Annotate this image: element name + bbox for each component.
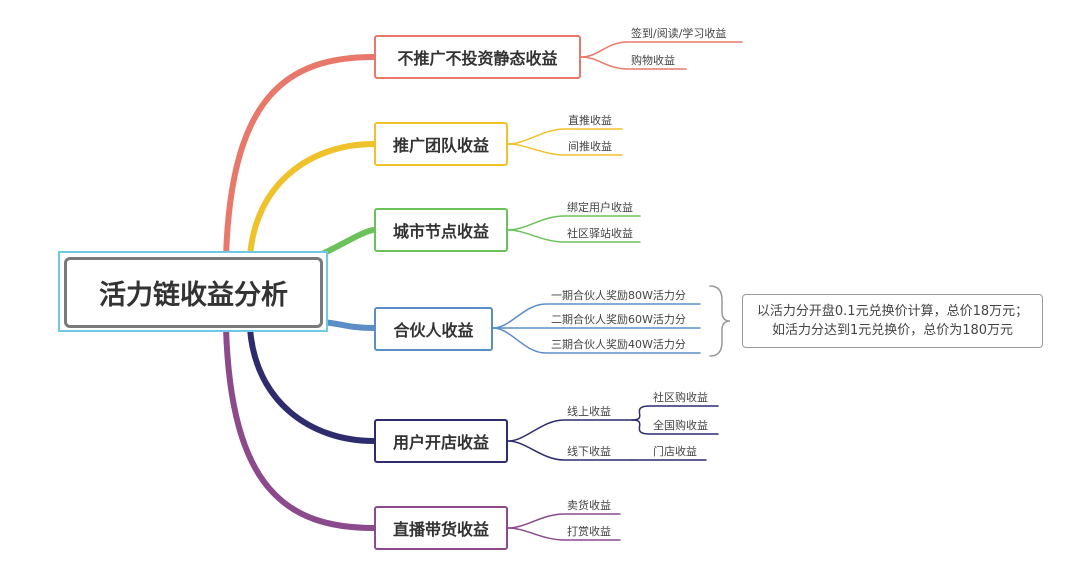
branch-city-node-income[interactable]: 城市节点收益 [374, 208, 508, 252]
leaf-bound-user-income[interactable]: 绑定用户收益 [567, 201, 633, 214]
leaf-direct-referral-income[interactable]: 直推收益 [568, 114, 612, 127]
leaf-connector-2-1 [507, 229, 641, 243]
branch-connector-1 [247, 141, 377, 260]
leaf-connector-4-1 [507, 440, 633, 461]
branch-live-sales-income[interactable]: 直播带货收益 [374, 506, 508, 550]
leaf-online-income[interactable]: 线上收益 [567, 405, 611, 418]
leaf-connector-3-0 [492, 303, 701, 329]
root-node[interactable]: 活力链收益分析 [64, 257, 323, 328]
leaf-shopping-income[interactable]: 购物收益 [631, 54, 675, 67]
leaf-partner-phase-2[interactable]: 二期合伙人奖励60W活力分 [551, 313, 686, 326]
leaf-store-income[interactable]: 门店收益 [653, 445, 697, 458]
subleaf-connector-online-0 [631, 405, 719, 421]
leaf-connector-3-2 [492, 327, 701, 354]
leaf-connector-4-0 [507, 419, 633, 442]
note-line-1: 以活力分开盘0.1元兑换价计算，总价18万元； [756, 304, 1029, 319]
leaf-community-shopping-income[interactable]: 社区购收益 [653, 391, 708, 404]
leaf-partner-phase-1[interactable]: 一期合伙人奖励80W活力分 [551, 289, 686, 302]
leaf-partner-phase-3[interactable]: 三期合伙人奖励40W活力分 [551, 338, 686, 351]
branch-static-income[interactable]: 不推广不投资静态收益 [374, 35, 581, 79]
note-bracket [709, 285, 731, 357]
leaf-connector-1-0 [507, 128, 623, 145]
branch-connector-4 [247, 325, 377, 444]
leaf-indirect-referral-income[interactable]: 间推收益 [568, 140, 612, 153]
leaf-goods-sales-income[interactable]: 卖货收益 [567, 499, 611, 512]
leaf-national-shopping-income[interactable]: 全国购收益 [653, 419, 708, 432]
branch-connector-3 [320, 319, 377, 331]
leaf-connector-5-1 [507, 527, 621, 541]
branch-connector-0 [223, 54, 377, 260]
leaf-tips-income[interactable]: 打赏收益 [567, 525, 611, 538]
leaf-community-station-income[interactable]: 社区驿站收益 [567, 227, 633, 240]
leaf-connector-1-1 [507, 143, 623, 156]
partner-valuation-note[interactable]: 以活力分开盘0.1元兑换价计算，总价18万元； 如活力分达到1元兑换价，总价为1… [742, 294, 1043, 348]
leaf-connector-0-0 [580, 41, 743, 58]
subleaf-connector-online-1 [631, 419, 719, 435]
leaf-offline-income[interactable]: 线下收益 [567, 445, 611, 458]
branch-partner-income[interactable]: 合伙人收益 [374, 307, 493, 351]
branch-team-promotion-income[interactable]: 推广团队收益 [374, 122, 508, 166]
branch-store-opening-income[interactable]: 用户开店收益 [374, 419, 508, 463]
leaf-connector-5-0 [507, 513, 621, 529]
leaf-connector-2-0 [507, 215, 641, 231]
leaf-checkin-read-learn-income[interactable]: 签到/阅读/学习收益 [631, 27, 727, 40]
note-line-2: 如活力分达到1元兑换价，总价为180万元 [771, 323, 1014, 338]
branch-connector-5 [223, 325, 377, 531]
leaf-connector-0-1 [580, 56, 687, 70]
